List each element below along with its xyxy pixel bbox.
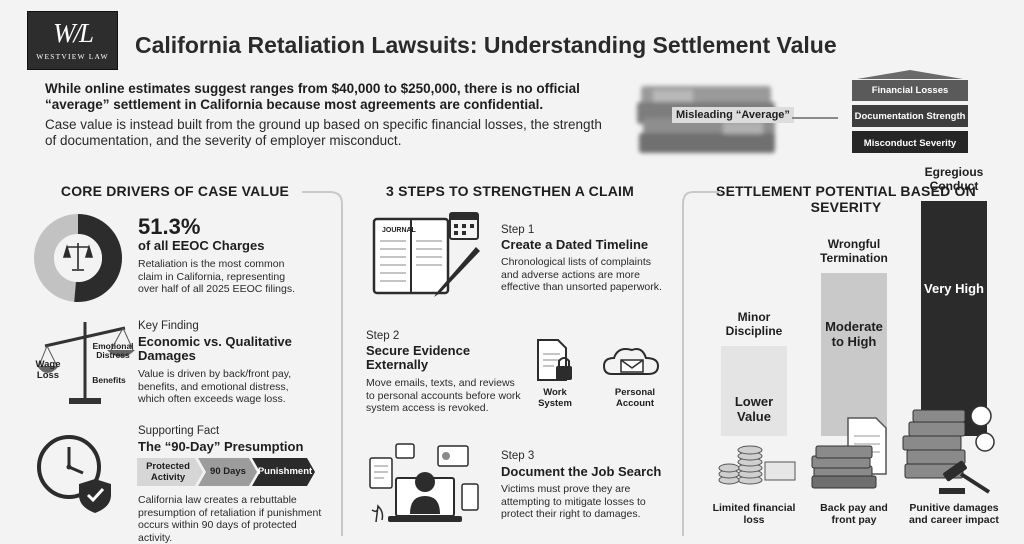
divider-right [682, 191, 721, 536]
finding-description: Value is driven by back/front pay, benef… [138, 368, 292, 405]
step3-description: Victims must prove they are attempting t… [501, 483, 646, 520]
page-title: California Retaliation Lawsuits: Underst… [135, 32, 837, 58]
section-heading-core-drivers: CORE DRIVERS OF CASE VALUE [60, 183, 290, 199]
severity-bar-3 [921, 200, 987, 436]
cash-document-icon [810, 417, 900, 495]
chevron-arrows [137, 458, 315, 486]
severity-bar-category-label: Wrongful Termination [820, 237, 888, 266]
severity-bar-2 [821, 273, 887, 436]
connector-line [792, 117, 838, 119]
severity-bar-category-label: Egregious Conduct [924, 164, 984, 193]
evidence-label-work-system: Work System [538, 387, 572, 409]
fact-title: The “90-Day” Presumption [138, 439, 304, 454]
chevron-protected-activity: Protected Activity [146, 461, 190, 483]
finding-title: Economic vs. Qualitative Damages [138, 334, 292, 363]
severity-bar-value-label: Very High [924, 280, 984, 296]
severity-bar-footnote: Punitive damages and career impact [909, 502, 999, 526]
logo-firm-name: WESTVIEW LAW [36, 52, 109, 61]
scale-label-benefits: Benefits [92, 375, 126, 385]
balance-scale-icon [37, 322, 135, 404]
finding-kicker: Key Finding [138, 320, 199, 332]
document-lock-cloud-icon [537, 339, 660, 381]
pyramid-tier-misconduct: Misconduct Severity [863, 138, 957, 149]
pyramid-tier-documentation: Documentation Strength [854, 111, 966, 122]
timeline-chevrons: Protected Activity 90 Days Punishment [137, 458, 317, 486]
firm-logo: W/L WESTVIEW LAW [27, 11, 118, 70]
evidence-graphic: Work System Personal Account [530, 338, 670, 413]
journal-label: JOURNAL [382, 227, 416, 234]
severity-bar-category-label: Minor Discipline [725, 310, 783, 338]
step2-title: Secure Evidence Externally [366, 343, 471, 372]
misleading-average-label: Misleading “Average” [672, 107, 794, 123]
stat-description: Retaliation is the most common claim in … [138, 258, 295, 295]
step2-description: Move emails, texts, and reviews to perso… [366, 377, 521, 414]
section-heading-settlement: SETTLEMENT POTENTIAL BASED ON SEVERITY [716, 183, 976, 215]
intro-regular-text: Case value is instead built from the gro… [45, 117, 602, 148]
severity-bar-footnote: Limited financial loss [712, 502, 796, 526]
step1-title: Create a Dated Timeline [501, 237, 649, 252]
journal-pen-icon [372, 212, 480, 297]
severity-bar-value-label: Lower Value [734, 394, 774, 424]
scale-label-wage-loss: Wage Loss [35, 359, 61, 381]
step2-kicker: Step 2 [366, 330, 400, 342]
chevron-90-days: 90 Days [210, 466, 246, 477]
chevron-punishment: Punishment [257, 466, 313, 477]
step3-title: Document the Job Search [501, 464, 662, 479]
fact-kicker: Supporting Fact [138, 425, 220, 437]
justice-scale-icon [62, 243, 94, 271]
stat-label: of all EEOC Charges [138, 238, 265, 253]
step1-kicker: Step 1 [501, 224, 535, 236]
scale-label-emotional: Emotional Distress [92, 341, 134, 360]
severity-bar-1 [721, 346, 787, 436]
section-heading-steps: 3 STEPS TO STRENGTHEN A CLAIM [386, 183, 634, 199]
fact-description: California law creates a rebuttable pres… [138, 494, 322, 544]
stat-value: 51.3% [138, 214, 201, 239]
cash-gavel-icon [902, 404, 998, 501]
money-coins-icon [715, 438, 800, 493]
donut-chart-icon [34, 214, 122, 302]
severity-bar-footnote: Back pay and front pay [820, 502, 888, 526]
job-search-laptop-icon [369, 443, 479, 523]
pyramid-shape [852, 70, 968, 153]
evidence-label-personal-account: Personal Account [614, 387, 656, 409]
clock-shield-icon [37, 435, 111, 513]
intro-bold-text: While online estimates suggest ranges fr… [45, 81, 580, 112]
divider-left [302, 191, 343, 536]
balance-scale-graphic: Wage Loss Emotional Distress Benefits [35, 318, 135, 408]
step3-kicker: Step 3 [501, 450, 535, 462]
logo-monogram: W/L [52, 18, 94, 48]
journal-graphic: JOURNAL [372, 212, 482, 298]
severity-bar-value-label: Moderate to High [825, 319, 883, 350]
step1-description: Chronological lists of complaints and ad… [501, 256, 662, 293]
value-pyramid: Financial Losses Documentation Strength … [849, 69, 971, 155]
pyramid-tier-financial: Financial Losses [871, 85, 949, 96]
